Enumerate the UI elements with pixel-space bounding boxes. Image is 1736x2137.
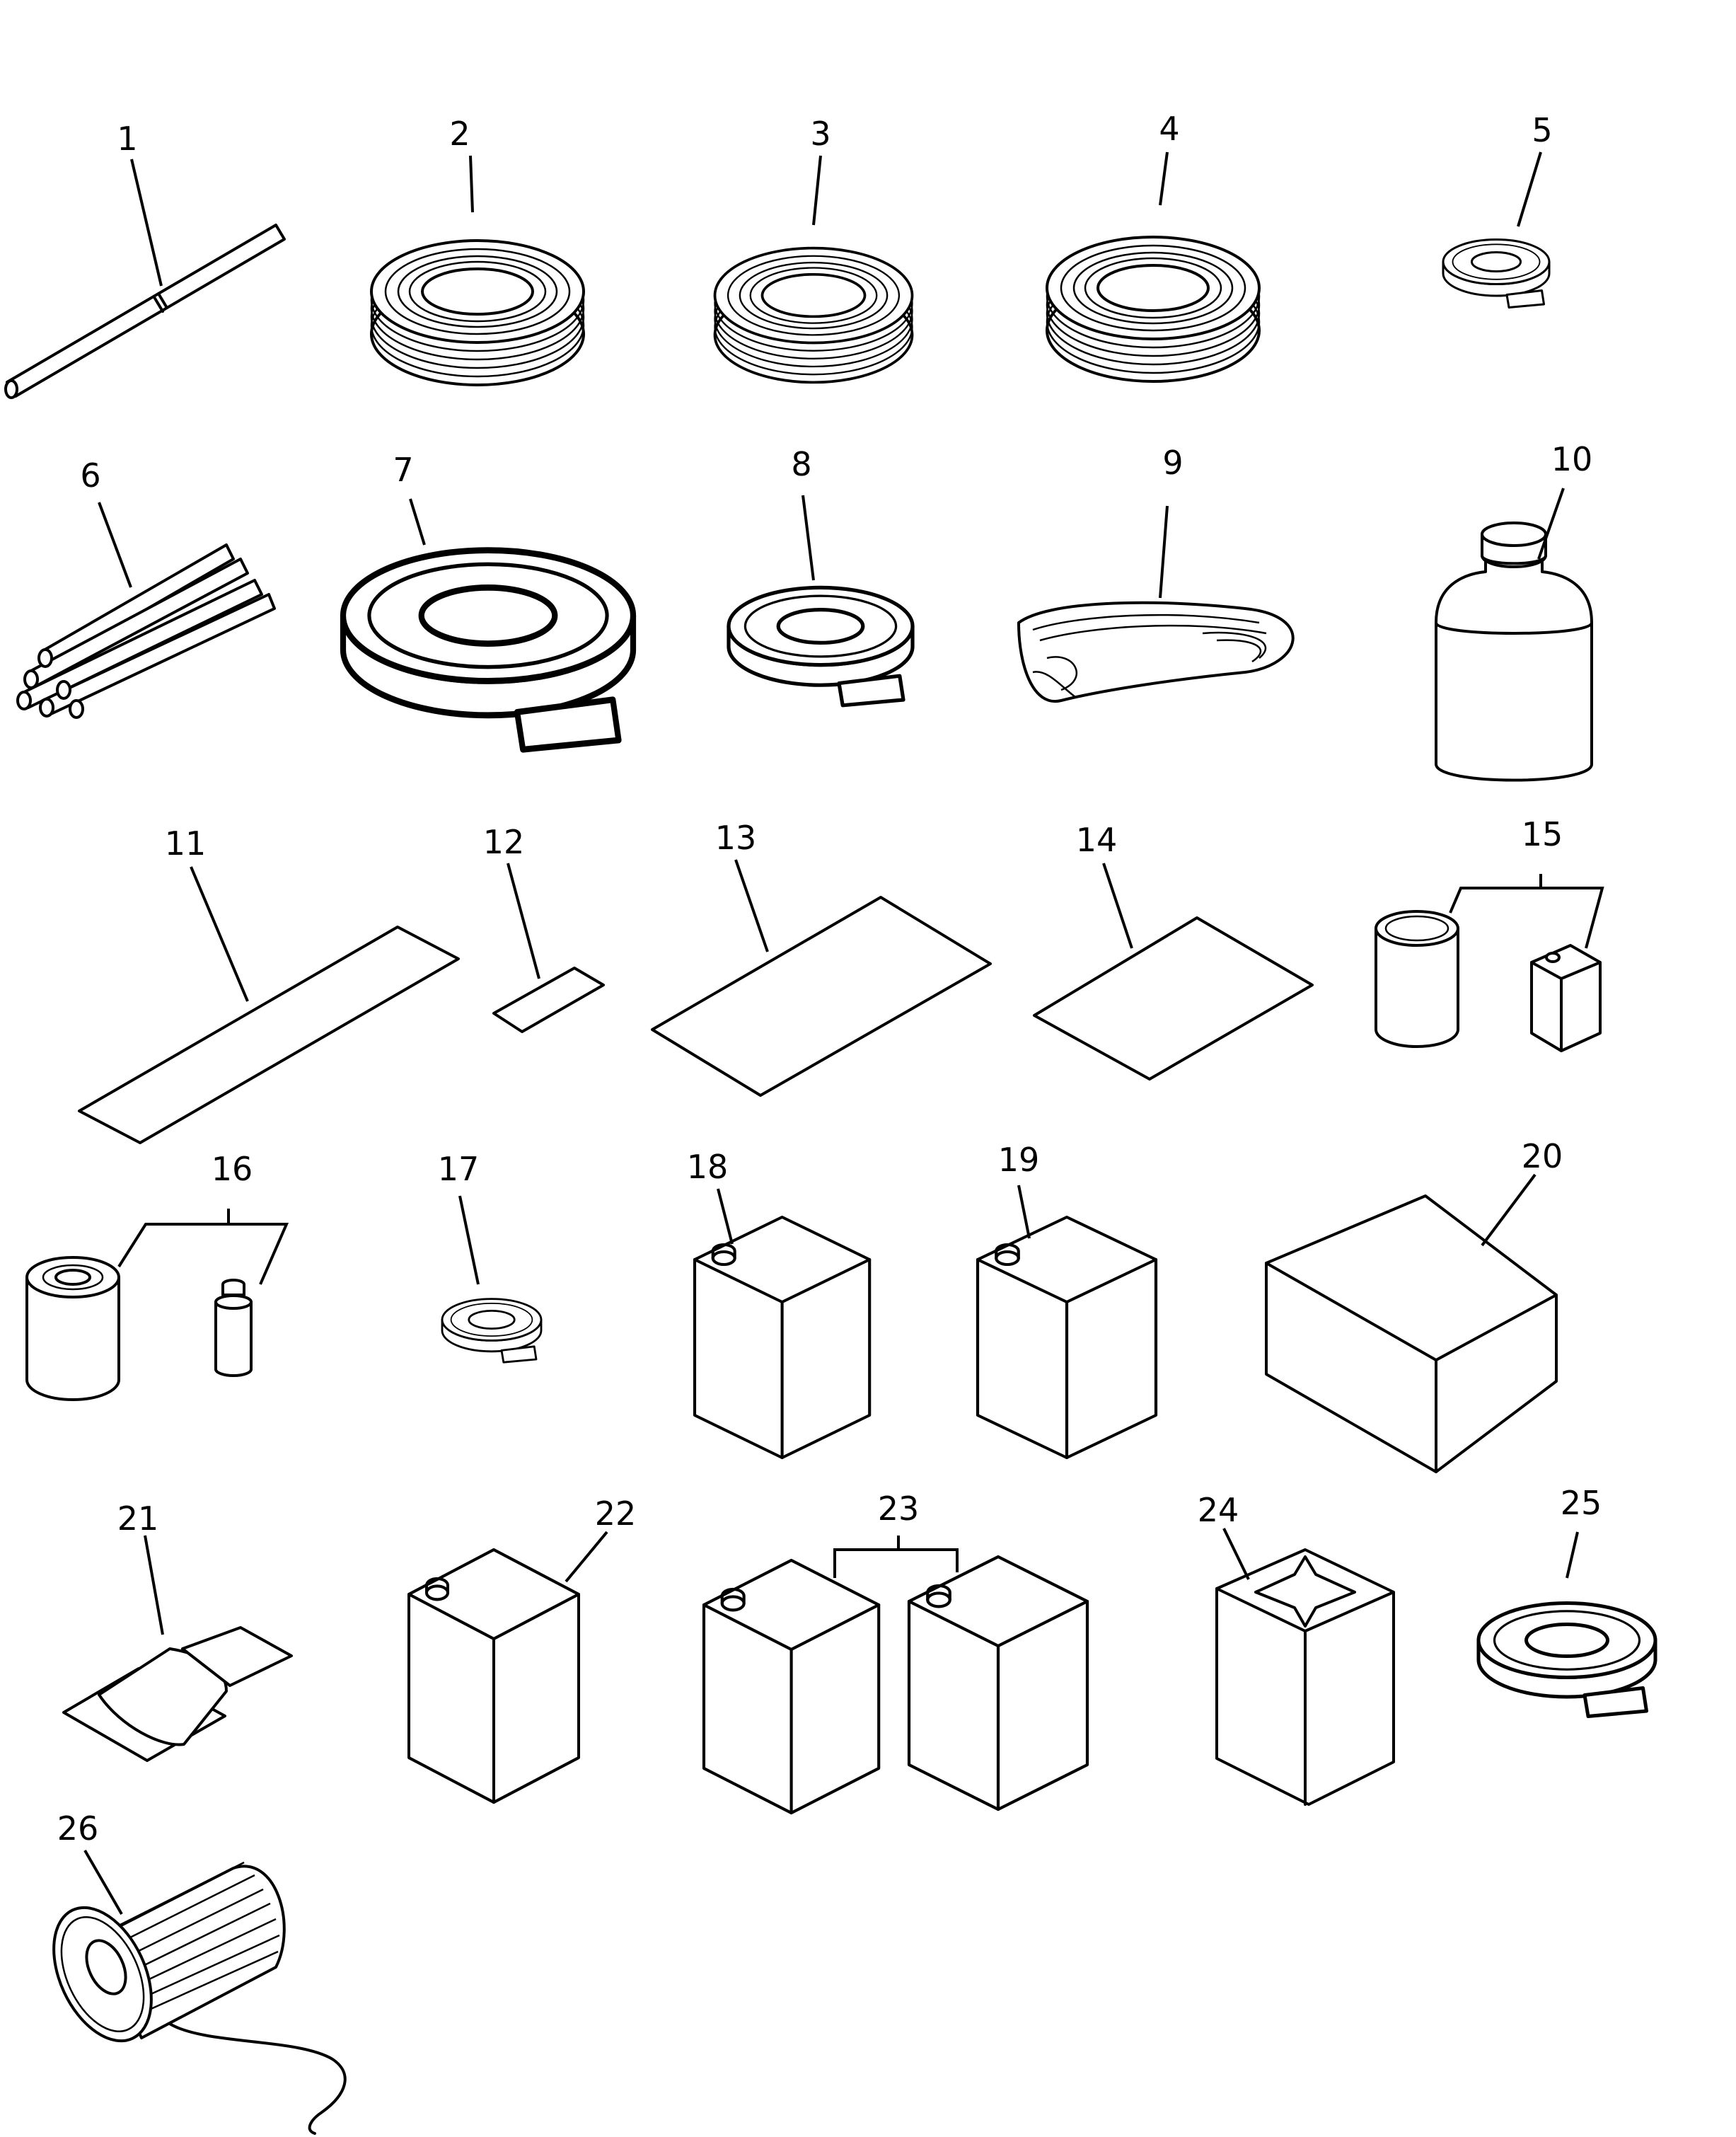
part-label-23: 23 (878, 1490, 920, 1528)
part-label-21: 21 (117, 1499, 159, 1538)
item-3-coil (713, 246, 914, 384)
item-17-tape (441, 1298, 543, 1364)
part-label-18: 18 (687, 1148, 729, 1186)
item-14-sheet (1033, 863, 1314, 1081)
item-7-tape (343, 551, 633, 750)
part-label-20: 20 (1522, 1137, 1563, 1175)
part-label-14: 14 (1076, 821, 1118, 859)
item-2-coil (370, 239, 585, 386)
item-25-tape (1479, 1603, 1655, 1717)
part-label-6: 6 (80, 456, 100, 495)
item-16-kit (25, 1209, 289, 1401)
item-24-can (1215, 1528, 1395, 1806)
item-13-sheet (651, 859, 992, 1097)
part-label-7: 7 (393, 451, 413, 489)
part-label-1: 1 (117, 120, 137, 158)
item-1-tube (4, 159, 286, 399)
part-label-25: 25 (1561, 1484, 1602, 1522)
part-label-17: 17 (438, 1150, 480, 1188)
item-9-cord-bundle (1017, 505, 1295, 703)
item-12-plate (492, 863, 605, 1033)
part-label-9: 9 (1162, 444, 1183, 482)
item-4-coil (1046, 236, 1261, 383)
part-label-16: 16 (212, 1150, 253, 1188)
part-label-13: 13 (715, 819, 757, 857)
part-label-3: 3 (810, 115, 831, 153)
item-23-cans (704, 1536, 1087, 1813)
item-11-strip (78, 866, 460, 1144)
item-5-tape (1442, 238, 1551, 309)
part-label-11: 11 (165, 824, 207, 863)
part-label-2: 2 (449, 115, 470, 153)
item-8-tape (729, 587, 913, 705)
item-15-kit (1375, 874, 1604, 1052)
part-label-10: 10 (1551, 440, 1593, 478)
item-20-box (1265, 1173, 1558, 1473)
part-label-8: 8 (791, 445, 811, 483)
item-21-pouch (62, 1535, 293, 1762)
part-label-26: 26 (57, 1809, 99, 1848)
part-label-15: 15 (1522, 815, 1563, 853)
part-label-4: 4 (1159, 110, 1179, 148)
part-label-22: 22 (595, 1494, 637, 1533)
item-6-rod-bundle (16, 502, 276, 719)
item-22-can (409, 1550, 579, 1802)
item-10-bottle (1435, 488, 1593, 782)
part-label-12: 12 (483, 823, 525, 861)
item-26-wire-spool (52, 1849, 347, 2135)
part-label-19: 19 (998, 1141, 1040, 1179)
item-18-can (695, 1217, 869, 1458)
part-label-24: 24 (1198, 1491, 1239, 1529)
item-19-can (978, 1217, 1156, 1458)
part-label-5: 5 (1532, 111, 1552, 149)
